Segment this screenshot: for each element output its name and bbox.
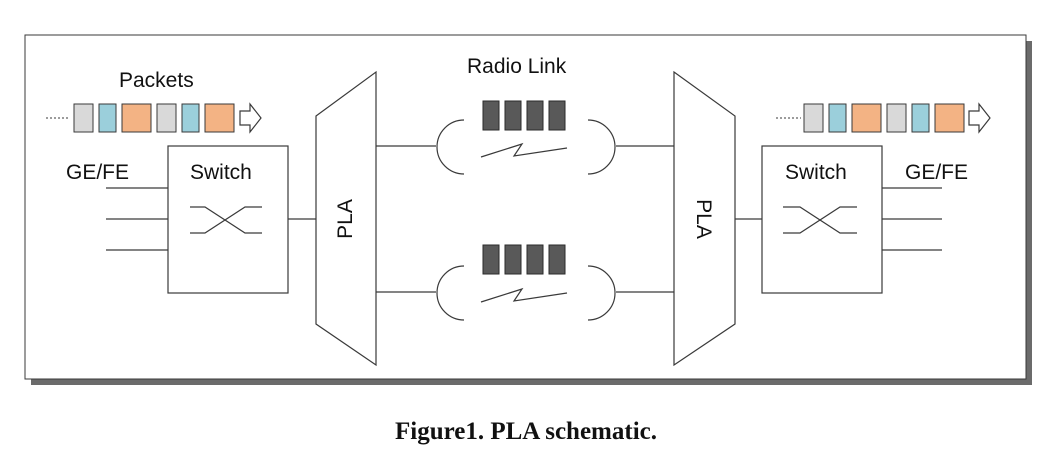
packet-block — [121, 103, 152, 133]
lightning-bolt-icon — [480, 287, 568, 303]
figure-caption: Figure1. PLA schematic. — [395, 418, 657, 445]
radio-data-block — [482, 244, 500, 275]
packet-block — [911, 103, 930, 133]
packet-block — [181, 103, 200, 133]
packet-block — [98, 103, 117, 133]
ge-fe-label-right: GE/FE — [905, 161, 968, 184]
radio-bracket-left-top — [436, 119, 465, 175]
ge-fe-label-left: GE/FE — [66, 161, 129, 184]
packet-stream-right — [803, 103, 965, 133]
crossover-icon-left — [190, 206, 262, 234]
radio-data-block — [504, 100, 522, 131]
packets-label: Packets — [119, 69, 194, 92]
radio-channel-bottom — [482, 244, 566, 275]
radio-data-block — [482, 100, 500, 131]
pla-trapezoid-right — [673, 70, 736, 367]
packet-block — [934, 103, 965, 133]
radio-channel-top — [482, 100, 566, 131]
radio-bracket-right-bottom — [587, 265, 616, 321]
radio-link-label: Radio Link — [467, 55, 567, 78]
packet-block — [156, 103, 177, 133]
pla-trapezoid-left — [315, 70, 377, 367]
pla-schematic-diagram: Packets Radio Link GE/FE Switch Switch G… — [24, 34, 1032, 385]
packet-block — [204, 103, 235, 133]
packet-block — [886, 103, 907, 133]
packet-block — [828, 103, 847, 133]
radio-data-block — [526, 244, 544, 275]
crossover-icon-right — [783, 206, 857, 234]
packet-block — [851, 103, 882, 133]
switch-label-right: Switch — [785, 161, 847, 184]
packet-block — [803, 103, 824, 133]
packet-stream-left — [73, 103, 235, 133]
radio-data-block — [548, 244, 566, 275]
arrow-right-icon — [968, 102, 991, 134]
radio-data-block — [504, 244, 522, 275]
packet-block — [73, 103, 94, 133]
switch-label-left: Switch — [190, 161, 252, 184]
pla-label-right: PLA — [692, 199, 715, 239]
arrow-right-icon — [239, 102, 262, 134]
lightning-bolt-icon — [480, 142, 568, 158]
radio-data-block — [526, 100, 544, 131]
radio-bracket-right-top — [587, 119, 616, 175]
radio-bracket-left-bottom — [436, 265, 465, 321]
pla-label-left: PLA — [334, 199, 357, 239]
radio-data-block — [548, 100, 566, 131]
